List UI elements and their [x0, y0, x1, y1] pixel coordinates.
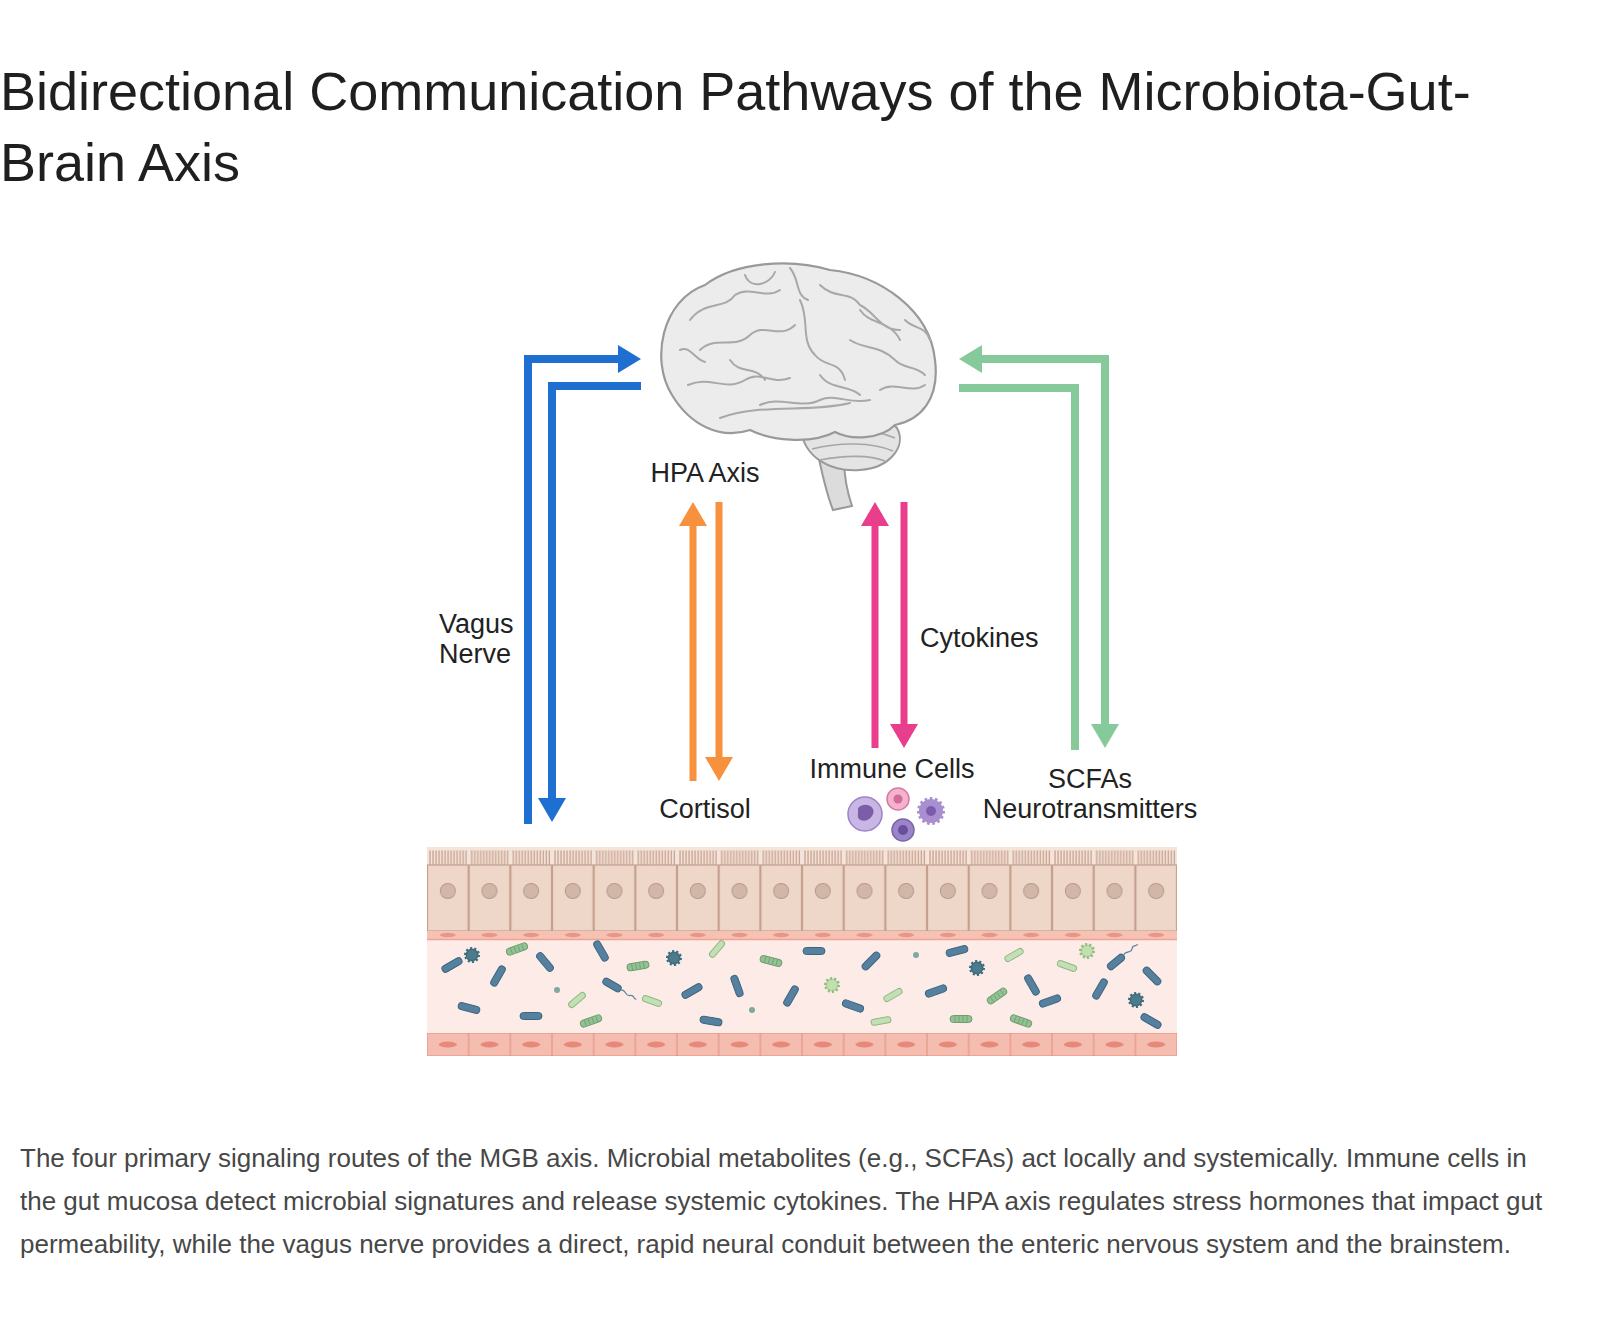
- bacterium: [950, 1016, 972, 1023]
- hpa-down-line: [716, 502, 723, 759]
- pathway-label: Cortisol: [605, 794, 805, 824]
- bacterium: [1038, 994, 1061, 1008]
- bacterium: [642, 995, 663, 1007]
- immune-cell: [919, 799, 943, 823]
- bacterium: [1091, 978, 1108, 1001]
- vagus-efferent-line: [552, 386, 641, 798]
- bacterium: [782, 985, 799, 1008]
- bacterium: [841, 999, 864, 1013]
- bacterium: [924, 984, 947, 998]
- gut-lumen: [427, 939, 1177, 1033]
- bacterium: [1140, 1012, 1163, 1029]
- pathway-label: HPA Axis: [605, 458, 805, 488]
- bacterium: [861, 951, 882, 972]
- immune-up-line: [872, 524, 879, 748]
- bacterium: [1130, 994, 1143, 1007]
- bacterium: [759, 955, 782, 967]
- arrowhead: [679, 502, 707, 526]
- metabolite-line: [980, 359, 1105, 726]
- figure-caption: The four primary signaling routes of the…: [20, 1137, 1565, 1266]
- bacterium: [554, 987, 560, 993]
- cell-nucleus: [858, 805, 874, 821]
- gut-epithelium: [427, 847, 1177, 939]
- lumen-edge: [427, 939, 1177, 940]
- arrowhead: [890, 724, 918, 748]
- bacterium: [826, 979, 839, 992]
- bacterium: [700, 1016, 723, 1027]
- pathway-label: Vagus Nerve: [439, 609, 519, 669]
- immune-cell: [887, 788, 909, 810]
- bacterium: [749, 1007, 755, 1013]
- diagram-title: Bidirectional Communication Pathways of …: [0, 56, 1540, 198]
- vagus-nerve-arrows: [528, 345, 641, 824]
- hpa-up-line: [690, 524, 697, 781]
- bacterium: [1004, 947, 1024, 962]
- cell-nucleus: [894, 795, 903, 804]
- bacterium: [520, 1013, 542, 1020]
- immune-cell-icons: [848, 788, 943, 841]
- bacterium: [668, 952, 681, 965]
- arrowhead: [1091, 724, 1119, 748]
- bacterium: [945, 945, 968, 957]
- bacterium: [913, 952, 919, 958]
- bacterium: [602, 977, 638, 1002]
- bacterium: [708, 939, 725, 958]
- arrowhead: [618, 345, 641, 373]
- lumen-edge: [427, 939, 1177, 941]
- bacterium: [1081, 945, 1094, 958]
- microbiota: [441, 939, 1163, 1029]
- bacterium: [505, 942, 528, 956]
- bacterium: [730, 974, 744, 997]
- immune-cell: [892, 819, 914, 841]
- cell-nucleus: [926, 806, 936, 816]
- brain-gyri: [680, 268, 930, 418]
- arrowhead: [705, 757, 733, 781]
- bacterium: [1106, 941, 1140, 971]
- bacterium: [1142, 966, 1163, 987]
- bacterium: [457, 1002, 480, 1014]
- bacterium: [1023, 974, 1040, 997]
- bacterium: [592, 940, 609, 963]
- bacterium: [883, 987, 903, 1002]
- bacterium: [971, 962, 984, 975]
- bacterium: [627, 961, 650, 972]
- immune-down-line: [901, 502, 908, 726]
- bacterium: [803, 948, 825, 955]
- bacterium: [1057, 960, 1078, 972]
- cerebrum: [661, 263, 936, 439]
- bacterium: [681, 982, 704, 999]
- pathway-label: Cytokines: [920, 623, 1120, 653]
- metabolite-arrows: [959, 345, 1119, 750]
- bacterium: [489, 965, 506, 988]
- cell-nucleus: [898, 825, 908, 835]
- immune-cell: [848, 797, 882, 831]
- metabolite-line: [959, 388, 1075, 750]
- arrowhead: [861, 502, 889, 526]
- bacterium: [986, 987, 1008, 1005]
- submucosa-band: [427, 1033, 1177, 1056]
- arrowhead: [959, 345, 982, 373]
- bacterium: [579, 1014, 602, 1028]
- bacterium: [466, 949, 479, 962]
- pathway-label: SCFAs Neurotransmitters: [970, 764, 1210, 824]
- hpa-axis-arrows: [679, 502, 733, 781]
- bacterium: [441, 956, 464, 973]
- bacterium: [535, 951, 555, 972]
- vagus-afferent-line: [528, 359, 618, 824]
- bacterium: [1009, 1014, 1032, 1028]
- pathway-label: Immune Cells: [792, 754, 992, 784]
- immune-arrows: [861, 502, 918, 748]
- bacterium: [567, 991, 586, 1008]
- arrowhead: [538, 798, 566, 822]
- bacterium: [871, 1016, 892, 1025]
